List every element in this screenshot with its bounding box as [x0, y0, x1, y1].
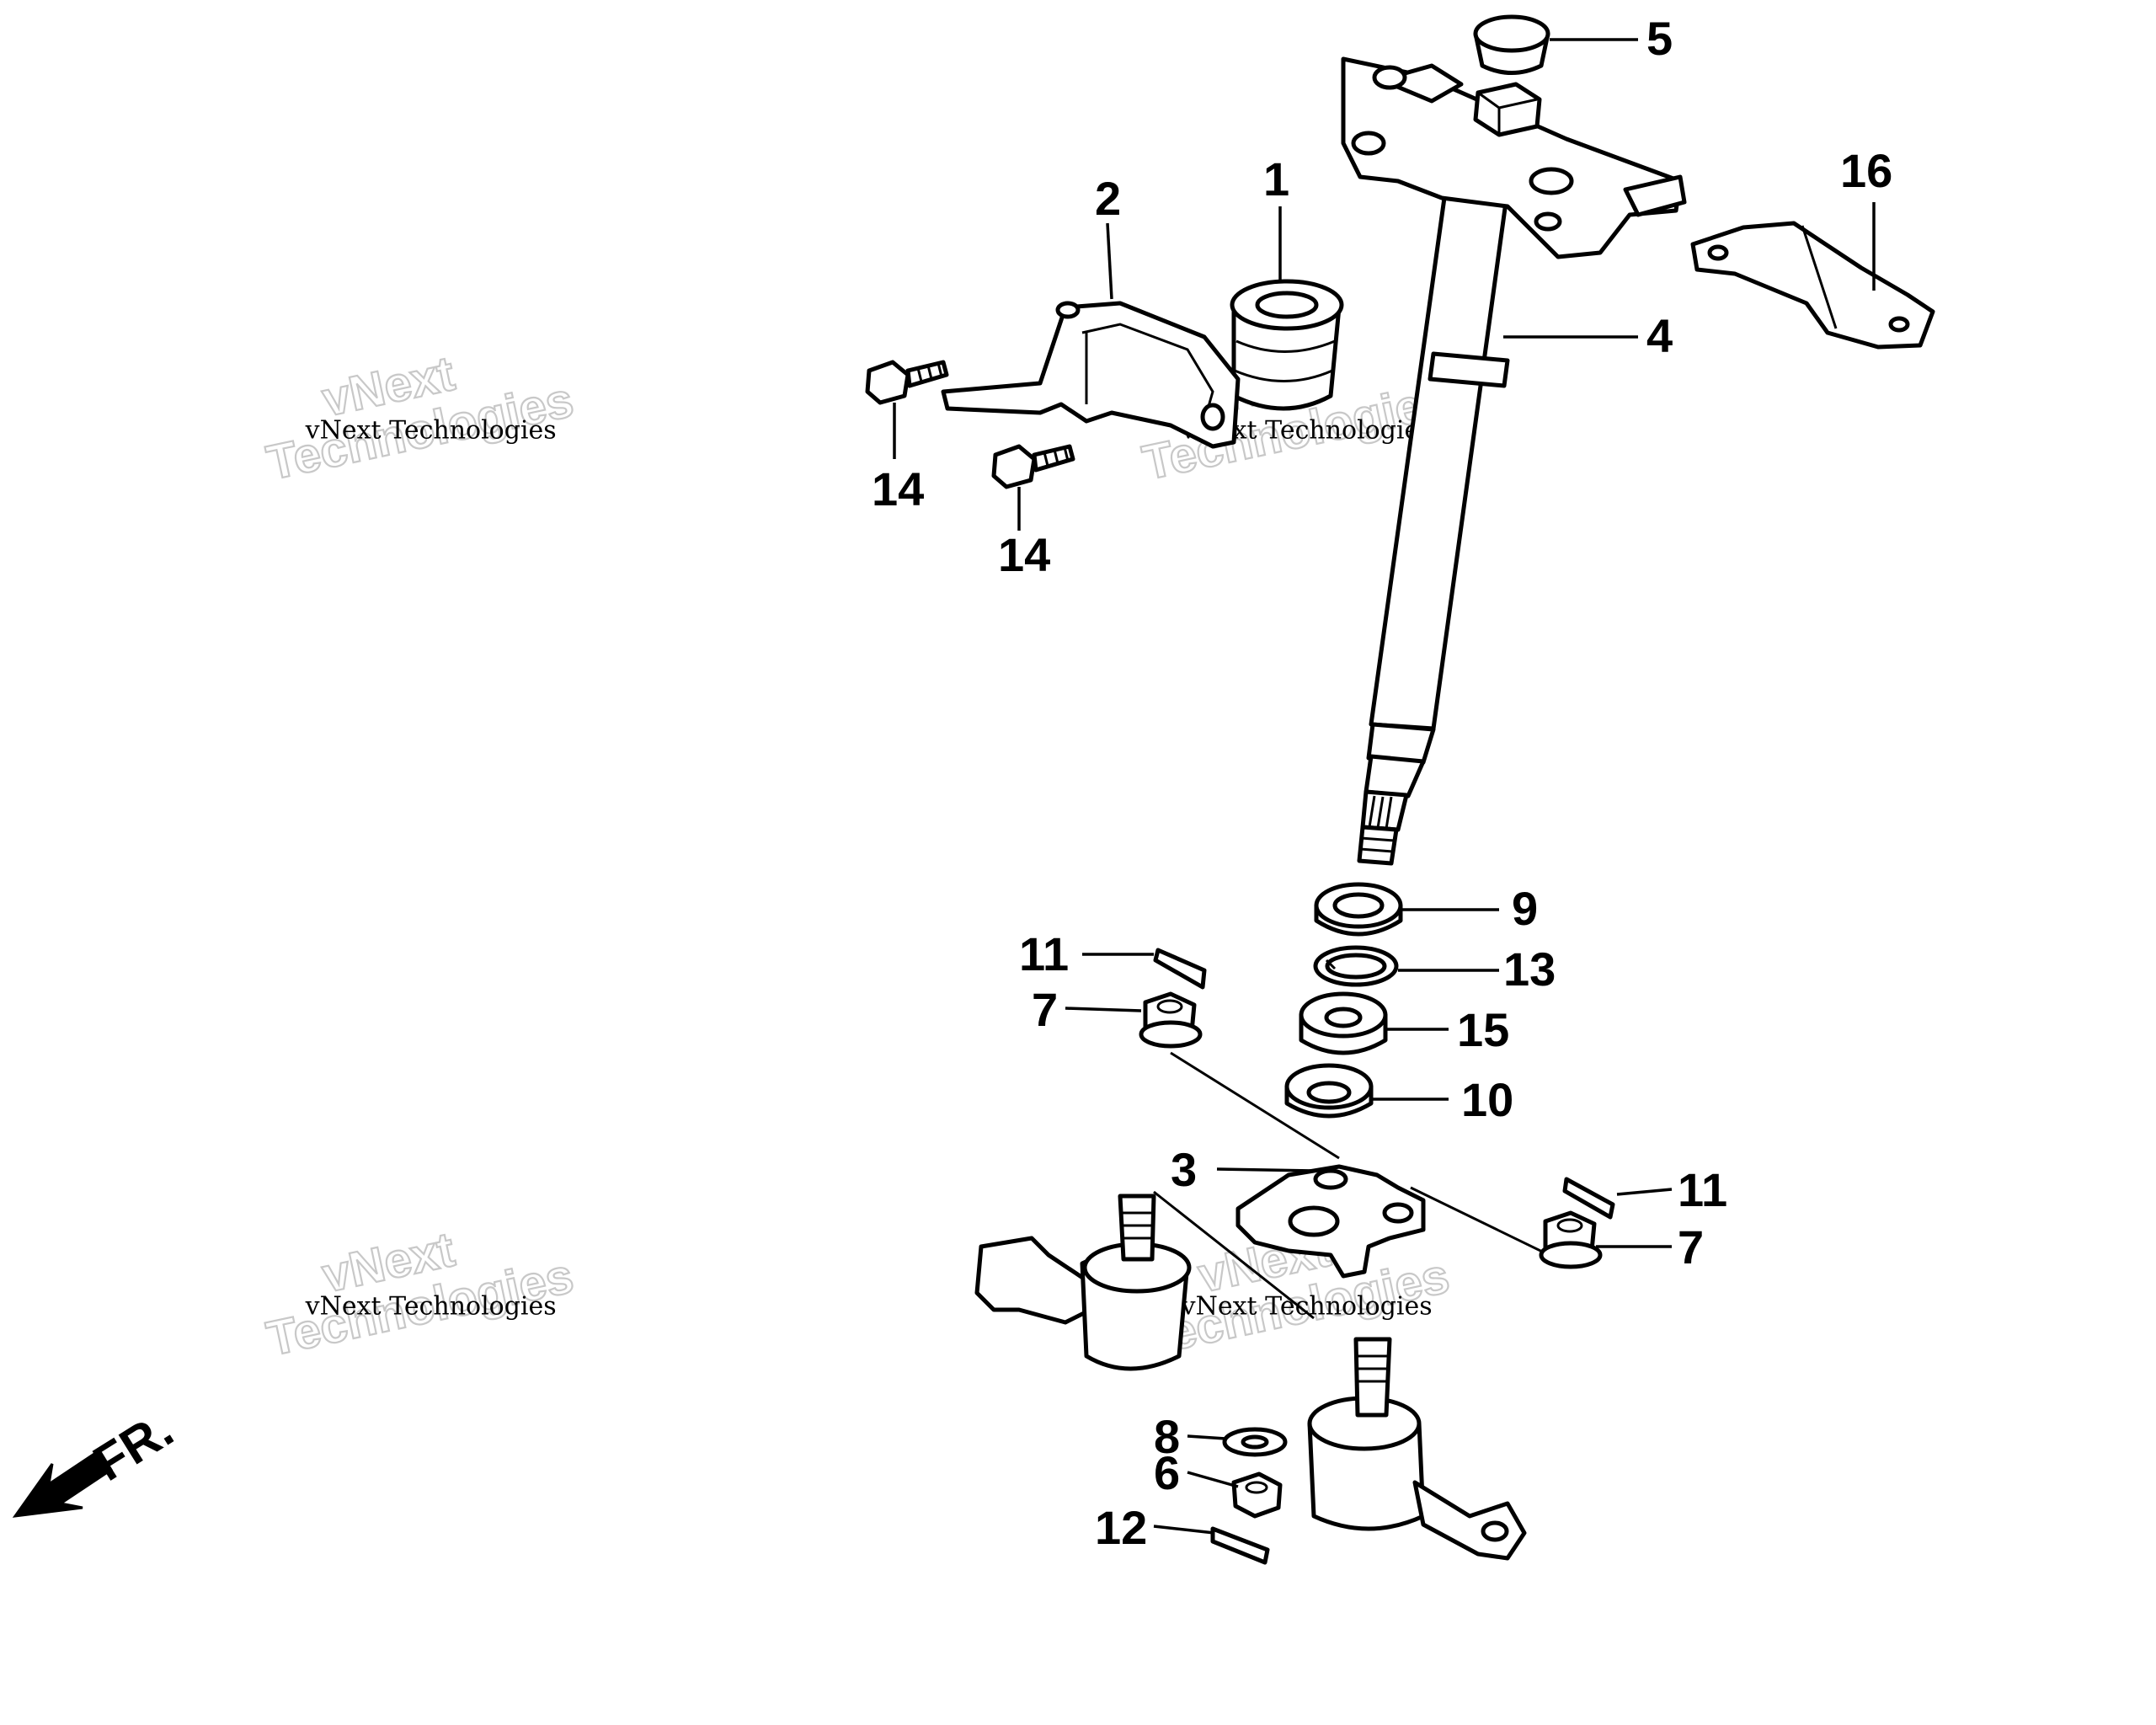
cotter-pin-b: [1562, 1177, 1615, 1220]
bearing-9: [1314, 882, 1403, 937]
circlip-13: [1313, 945, 1399, 987]
cotter-pin-12: [1210, 1526, 1270, 1565]
callout-8: 8: [1154, 1410, 1180, 1463]
bearing-15: [1299, 991, 1388, 1055]
svg-text:vNext Technologies: vNext Technologies: [1181, 1291, 1433, 1321]
callout-4: 4: [1646, 309, 1673, 362]
tie-rod-end-left: [974, 1194, 1192, 1371]
svg-text:vNext Technologies: vNext Technologies: [305, 1291, 557, 1321]
flange-bolt-a: [865, 360, 949, 405]
washer-8: [1222, 1427, 1288, 1457]
leader-lines: [893, 38, 1876, 1535]
watermark-left-top: vNext Technologies vNext Technologies: [261, 345, 579, 492]
front-direction-arrow: FR.: [12, 1401, 183, 1518]
cotter-pin-a: [1153, 948, 1207, 990]
callout-6: 6: [1154, 1446, 1180, 1499]
callout-9: 9: [1512, 882, 1538, 935]
callout-14b: 14: [998, 528, 1050, 581]
callout-3: 3: [1171, 1143, 1197, 1196]
callout-7a: 7: [1032, 983, 1058, 1036]
flange-bolt-b: [991, 444, 1075, 489]
watermark-left-bottom: vNext Technologies vNext Technologies: [261, 1221, 579, 1368]
callout-12: 12: [1095, 1501, 1147, 1554]
steering-shaft: [1341, 56, 1687, 866]
shaft-holder: [941, 301, 1241, 449]
castle-nut-b: [1539, 1210, 1603, 1269]
svg-text:vNext Technologies: vNext Technologies: [305, 415, 557, 445]
callout-16: 16: [1840, 144, 1892, 197]
callout-14a: 14: [872, 462, 924, 515]
callout-11b: 11: [1678, 1163, 1727, 1216]
steering-cap: [1473, 14, 1550, 75]
guide-line-lower: [1153, 1190, 1315, 1320]
castle-nut-a: [1139, 991, 1203, 1049]
guide-line-left: [1170, 1051, 1340, 1160]
callout-labels: 5 1 2 4 16 14 14 9 13 15 10 11 7 3 11 7 …: [872, 12, 1892, 1554]
shaft-bushing: [1230, 279, 1344, 411]
callout-5: 5: [1646, 12, 1673, 65]
holder-plate: [1690, 221, 1935, 350]
callout-7b: 7: [1678, 1220, 1704, 1274]
callout-15: 15: [1457, 1003, 1509, 1056]
oil-seal-10: [1284, 1063, 1374, 1119]
steering-arm: [1235, 1164, 1426, 1279]
callout-11a: 11: [1019, 927, 1069, 980]
callout-1: 1: [1263, 152, 1289, 206]
nut-6: [1231, 1471, 1283, 1519]
callout-2: 2: [1095, 172, 1121, 225]
tie-rod-end-right: [1307, 1337, 1527, 1561]
callout-13: 13: [1503, 943, 1556, 996]
callout-10: 10: [1461, 1073, 1513, 1126]
